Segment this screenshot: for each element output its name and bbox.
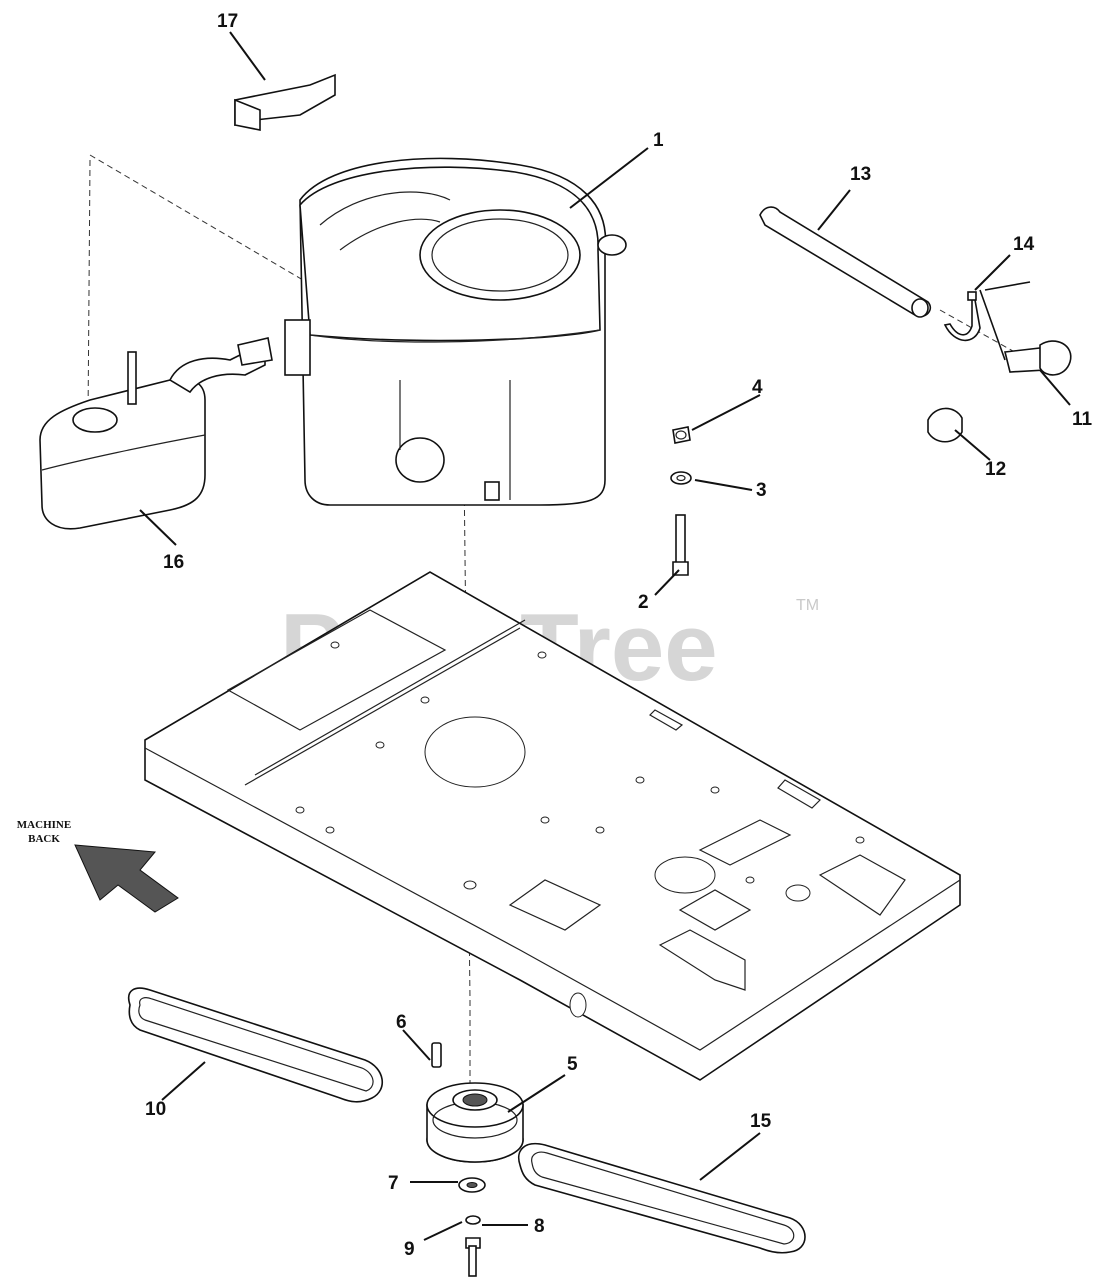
part-frame xyxy=(144,571,961,1081)
part-belt-15 xyxy=(518,1143,806,1254)
callout-10: 10 xyxy=(145,1099,166,1120)
part-nut-4 xyxy=(672,426,691,444)
callout-15: 15 xyxy=(750,1111,772,1132)
part-washer-3 xyxy=(670,471,692,485)
part-fitting-11 xyxy=(979,281,1072,376)
callout-16: 16 xyxy=(163,552,184,573)
callout-6: 6 xyxy=(396,1012,407,1033)
svg-text:MACHINE: MACHINE xyxy=(17,819,71,831)
part-pulley-5 xyxy=(426,1082,524,1163)
leader-lines xyxy=(139,31,1071,1241)
callout-17: 17 xyxy=(217,11,238,32)
part-bracket-17 xyxy=(234,73,336,131)
callout-3: 3 xyxy=(756,480,767,501)
callout-7: 7 xyxy=(388,1173,399,1194)
callout-14: 14 xyxy=(1013,234,1035,255)
part-lock-washer-9 xyxy=(465,1215,481,1225)
callout-1: 1 xyxy=(653,130,664,151)
part-muffler-16 xyxy=(39,337,273,530)
part-key-6 xyxy=(431,1042,442,1068)
callout-4: 4 xyxy=(752,377,763,398)
part-belt-10 xyxy=(128,987,383,1103)
svg-text:TM: TM xyxy=(796,597,819,614)
callout-9: 9 xyxy=(404,1239,415,1260)
part-washer-7 xyxy=(458,1177,486,1193)
callout-12: 12 xyxy=(985,459,1006,480)
machine-back-arrow: MACHINE BACK xyxy=(17,819,179,913)
part-engine-1 xyxy=(284,157,627,506)
callout-13: 13 xyxy=(850,164,871,185)
svg-text:BACK: BACK xyxy=(28,833,60,845)
callout-11: 11 xyxy=(1072,409,1093,430)
callout-8: 8 xyxy=(534,1216,545,1237)
callout-5: 5 xyxy=(567,1054,578,1075)
part-fuel-line-13 xyxy=(759,206,932,318)
part-clamp-14 xyxy=(943,291,981,342)
part-bolt-8 xyxy=(465,1237,481,1277)
callout-2: 2 xyxy=(638,592,649,613)
callout-labels: 1 2 3 4 5 6 7 8 9 10 11 12 13 14 15 16 1… xyxy=(145,11,1093,1260)
part-cap-nut-12 xyxy=(927,407,963,443)
part-bolt-2 xyxy=(672,514,689,576)
